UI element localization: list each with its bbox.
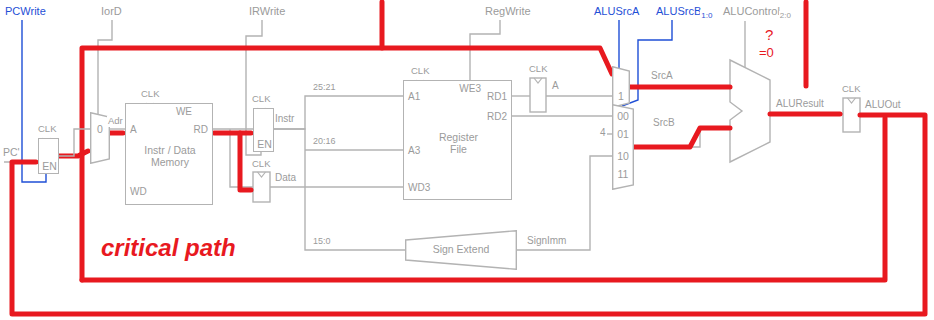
outline [406,231,517,270]
wire [770,113,843,114]
block-title: Instr / Data Memory [137,144,203,168]
bit-range: 15:0 [312,236,332,246]
port-label: WE3 [459,83,481,95]
clock-triangle [534,78,542,83]
port-label: 11 [614,168,632,180]
wire [512,95,530,96]
clock-label: CLK [251,159,271,170]
critical-path-stroke [380,2,385,48]
critical-path-stroke [82,48,612,280]
outline [613,67,630,108]
input-label: 0 [92,123,108,135]
handwritten-note: ? [764,26,774,43]
wire [626,86,730,87]
clock-label: CLK [251,94,271,105]
handwritten-note: critical path [100,234,237,262]
bit-range: 20:16 [312,136,337,146]
wire [270,186,403,187]
memory-block: WE A RD WD Instr / Data Memory [125,103,213,205]
bit-range-subscript: 2:0 [779,11,792,20]
register-file: WE3A1 RD1RD2A3 Register FileWD3 [403,80,512,200]
aluout-register [843,98,860,132]
critical-path-stroke [214,131,251,136]
port-label: A [130,124,137,136]
control-wire [618,20,619,68]
block-title: Register File [431,131,487,155]
a-register [530,78,546,112]
wire [512,115,612,116]
data-register [253,172,270,202]
clock-triangle [258,172,266,177]
handwritten-note: =0 [758,46,775,61]
port-label: WD [130,186,147,198]
control-signal: RegWrite [484,5,532,18]
wire-connector [274,96,403,129]
port-label: WE [176,106,192,118]
signal-name: ALUResult [775,98,825,110]
control-signal: IorD [100,5,123,18]
port-label: EN [41,160,58,172]
signal-name: SignImm [526,235,567,247]
wire-connector [59,129,90,156]
signal-name: Instr [274,113,295,125]
control-signal: ALUControl [722,5,781,18]
constant-value: 4 [599,127,607,139]
port-label: A1 [408,91,420,103]
instr-register: EN [253,108,274,152]
port-label: RD1 [487,91,507,103]
signal-name: SrcB [652,117,676,129]
control-wire [98,20,112,114]
control-wire [744,21,745,68]
port-label: 10 [614,150,632,162]
mux-symbol: 1 [612,66,630,108]
wire [305,149,403,150]
clock-label: CLK [140,89,160,100]
wire-connector [213,128,253,129]
mux-symbol: 00 01 10 11 [612,104,634,190]
input-label: 1 [614,90,628,102]
control-signal: ALUSrcB [655,5,702,18]
control-signal: IRWrite [248,5,286,18]
critical-path-stroke [626,85,730,90]
critical-path-stroke [630,128,730,147]
critical-path-stroke [240,133,251,190]
bit-range: 25:21 [312,82,337,92]
port-label: 01 [614,128,632,140]
signal-name: SrcA [650,70,674,82]
clock-label: CLK [37,124,57,135]
port-label: EN [256,138,273,150]
wire [546,95,612,96]
critical-path-stroke [55,151,88,156]
wire-connector [517,156,612,250]
alu-symbol [730,60,770,162]
wire [630,128,730,147]
wire-connector [274,129,405,250]
outline [613,105,634,190]
clock-label: CLK [528,64,548,75]
signal-name: A [551,80,560,92]
signal-name: Data [274,172,297,184]
clock-label: CLK [841,84,861,95]
block-title: Sign Extend [411,243,511,255]
port-label: RD2 [487,111,507,123]
clock-label: CLK [410,66,430,77]
sign-extend-block: Sign Extend [405,230,517,270]
clock-triangle [848,98,856,103]
port-label: A3 [408,145,420,157]
control-signal: ALUSrcA [593,5,640,18]
critical-path-stroke [804,2,809,86]
port-label: WD3 [408,182,430,194]
signal-name: ALUOut [864,99,902,111]
control-signal: PCWrite [4,5,47,18]
bit-range-subscript: 1:0 [700,11,713,20]
port-label: 00 [614,110,632,122]
critical-path-stroke [770,112,840,117]
wire [607,133,612,134]
signal-name: Adr [107,116,124,127]
wire-connector [110,128,125,129]
port-label: RD [194,124,208,136]
signal-name: PC' [2,146,21,158]
pc-register: EN [38,138,59,174]
